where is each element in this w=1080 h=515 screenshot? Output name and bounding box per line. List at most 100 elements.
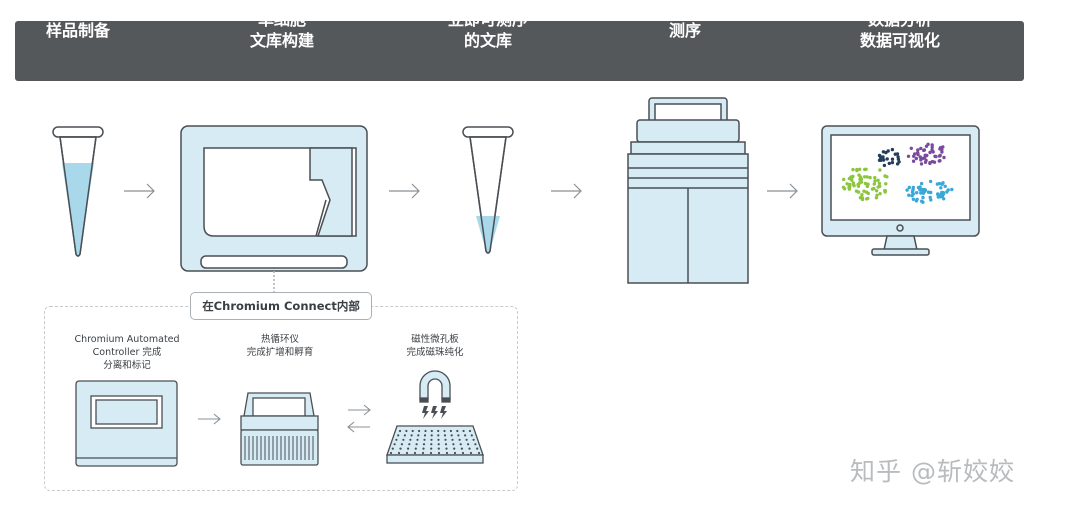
cluster-point	[940, 182, 944, 186]
plate-well	[472, 438, 475, 441]
plate-well	[424, 429, 427, 433]
plate-well	[405, 429, 408, 433]
cluster-point	[929, 190, 933, 195]
cluster-point	[895, 162, 900, 166]
cluster-point	[906, 154, 911, 158]
plate-well	[437, 447, 440, 450]
plate-well	[453, 447, 456, 450]
cluster-point	[890, 157, 895, 161]
cluster-point	[922, 156, 927, 160]
cluster-point	[855, 167, 859, 172]
cluster-point	[940, 194, 945, 198]
plate-well	[430, 429, 433, 433]
cluster-point	[883, 174, 887, 178]
plate-well	[422, 447, 425, 450]
cluster-point	[931, 150, 935, 154]
chromium-controller-icon	[75, 380, 178, 467]
cluster-point	[873, 179, 877, 183]
cluster-point	[912, 154, 916, 158]
plate-well	[421, 451, 425, 455]
cluster-point	[911, 185, 915, 190]
sequencer-icon	[627, 97, 749, 284]
plate-well	[452, 443, 455, 446]
cluster-point	[915, 191, 919, 195]
cluster-point	[881, 150, 886, 154]
cluster-point	[878, 192, 882, 196]
arrow-icon	[347, 421, 370, 433]
library-tube-icon	[462, 126, 514, 254]
plate-well	[397, 451, 401, 455]
plate-well	[477, 451, 481, 455]
microplate-label-line: 磁性微孔板	[411, 334, 459, 345]
plate-well	[408, 443, 411, 446]
cluster-point	[907, 193, 911, 197]
cluster-point	[882, 163, 887, 168]
cluster-point	[937, 159, 941, 163]
plate-well	[423, 434, 427, 437]
lightning-icon	[422, 406, 447, 419]
cluster-point	[905, 188, 909, 192]
cluster-point	[945, 190, 949, 194]
plate-well	[410, 434, 413, 437]
plate-well	[398, 429, 402, 433]
cluster-point	[923, 153, 927, 157]
cluster-point	[878, 168, 882, 172]
plate-well	[461, 451, 465, 455]
cluster-point	[860, 193, 864, 197]
plate-well	[445, 447, 448, 450]
cluster-point	[907, 185, 911, 190]
arrow-icon	[389, 183, 420, 199]
cluster-point	[922, 148, 927, 152]
cluster-point	[841, 185, 846, 189]
thermal-cycler-label-line: 热循环仪	[260, 334, 299, 345]
cluster-point	[862, 189, 866, 193]
thermal-cycler-label: 热循环仪 完成扩增和孵育	[230, 333, 330, 359]
cluster-point	[918, 185, 922, 189]
cluster-point	[923, 160, 928, 164]
cluster-point	[942, 197, 946, 201]
plate-well	[395, 438, 398, 441]
workflow-header-bar	[15, 21, 1024, 81]
plate-well	[443, 429, 446, 433]
plate-well	[389, 451, 393, 455]
cluster-point	[862, 175, 867, 179]
cluster-point	[887, 161, 891, 166]
cluster-point	[883, 190, 887, 194]
cluster-point	[858, 167, 862, 171]
plate-well	[459, 443, 462, 446]
cluster-point	[919, 162, 924, 166]
plate-well	[469, 451, 473, 455]
cluster-point	[882, 158, 886, 162]
controller-label-line: Chromium Automated	[74, 334, 180, 345]
plate-well	[422, 443, 426, 446]
cluster-point	[934, 154, 938, 159]
header-step-label: 文库构建	[249, 31, 314, 50]
cluster-point	[856, 190, 861, 194]
cluster-point	[942, 155, 946, 160]
plate-well	[402, 438, 405, 441]
cluster-point	[864, 190, 869, 194]
plate-well	[414, 447, 417, 450]
cluster-point	[911, 159, 916, 163]
plate-well	[418, 429, 421, 433]
cluster-point	[858, 177, 862, 182]
plate-well	[430, 443, 433, 446]
plate-well	[437, 451, 441, 455]
cluster-point	[896, 155, 900, 159]
plate-well	[444, 438, 447, 441]
cluster-point	[939, 186, 943, 190]
cluster-point	[914, 156, 918, 161]
plate-well	[456, 429, 459, 433]
plate-well	[458, 438, 461, 441]
cluster-point	[924, 144, 929, 148]
plate-well	[430, 438, 433, 441]
cluster-point	[928, 150, 932, 155]
cluster-point	[865, 175, 869, 179]
cluster-point	[921, 195, 925, 200]
plate-well	[407, 447, 410, 450]
plate-well	[437, 443, 440, 446]
plate-well	[423, 438, 426, 441]
cluster-point	[911, 197, 916, 201]
plate-well	[449, 429, 452, 433]
